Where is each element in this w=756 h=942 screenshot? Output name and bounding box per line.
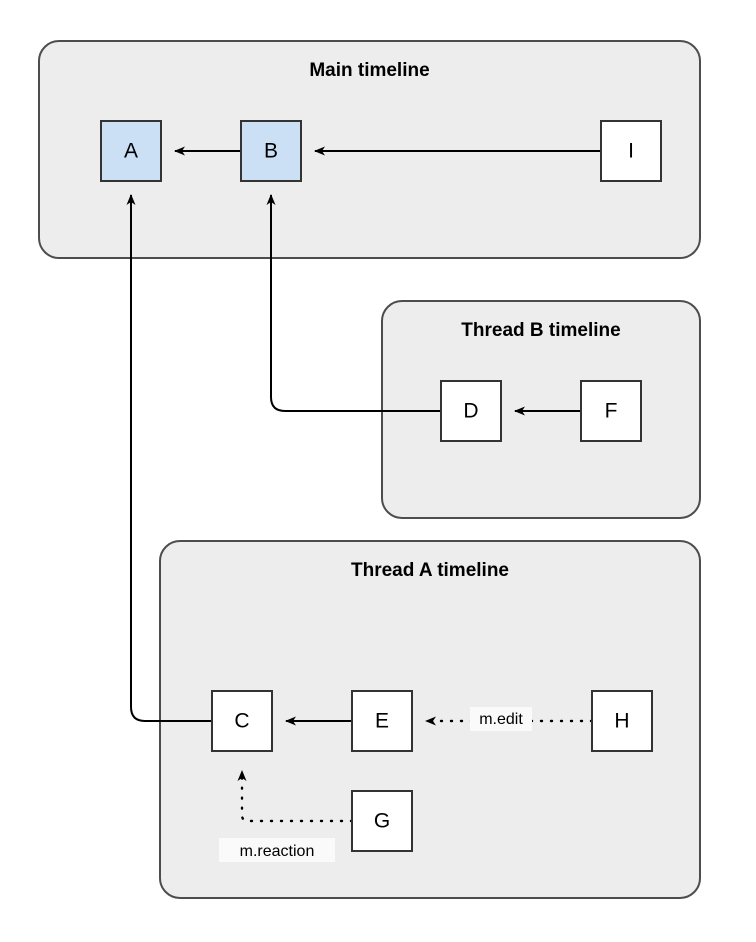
- node-e-label: E: [375, 710, 389, 733]
- node-c-box: [211, 690, 273, 752]
- node-e-box: [351, 690, 413, 752]
- edge-d-to-b: [266, 194, 441, 412]
- group-main-timeline-title: Main timeline: [309, 60, 429, 81]
- node-a[interactable]: A: [100, 120, 162, 182]
- node-h-label: H: [614, 710, 629, 733]
- node-a-label: A: [124, 140, 138, 163]
- edge-label-m-reaction: m.reaction: [219, 838, 335, 862]
- node-d-box: [440, 380, 502, 442]
- group-thread-b-timeline-title: Thread B timeline: [461, 320, 620, 341]
- node-f-box: [580, 380, 642, 442]
- node-f-label: F: [605, 400, 618, 423]
- node-b-label: B: [264, 140, 278, 163]
- edge-label-m-edit: m.edit: [470, 707, 532, 731]
- node-b-box: [240, 120, 302, 182]
- node-h[interactable]: H: [591, 690, 653, 752]
- group-thread-b-timeline[interactable]: Thread B timeline: [381, 300, 701, 519]
- node-c-label: C: [234, 710, 249, 733]
- edge-g-to-c-m-reaction: [237, 769, 354, 823]
- node-d[interactable]: D: [440, 380, 502, 442]
- node-g-box: [351, 790, 413, 852]
- group-thread-a-timeline-title: Thread A timeline: [351, 560, 509, 581]
- node-i[interactable]: I: [600, 120, 662, 182]
- group-main-timeline[interactable]: Main timeline: [38, 40, 701, 259]
- node-g[interactable]: G: [351, 790, 413, 852]
- group-thread-b-timeline-box: [381, 300, 701, 519]
- node-a-box: [100, 120, 162, 182]
- node-i-box: [600, 120, 662, 182]
- node-h-box: [591, 690, 653, 752]
- node-g-label: G: [374, 810, 390, 833]
- group-main-timeline-box: [38, 40, 701, 259]
- node-c[interactable]: C: [211, 690, 273, 752]
- node-f[interactable]: F: [580, 380, 642, 442]
- edge-label-m-edit-bg: [470, 707, 532, 731]
- node-i-label: I: [628, 140, 634, 163]
- edge-label-m-reaction-bg: [219, 838, 335, 862]
- node-b[interactable]: B: [240, 120, 302, 182]
- edge-label-m-reaction-text: m.reaction: [240, 843, 315, 860]
- edge-label-m-edit-text: m.edit: [479, 711, 523, 728]
- node-e[interactable]: E: [351, 690, 413, 752]
- node-d-label: D: [463, 400, 478, 423]
- edge-c-to-a: [126, 194, 212, 722]
